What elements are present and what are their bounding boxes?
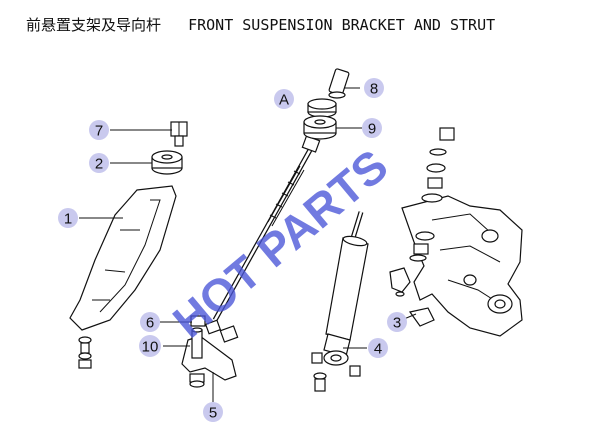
callout-9: 9 [362,118,382,138]
callout-label: 6 [146,315,154,332]
callout-label: 7 [95,123,103,140]
callout-label: 2 [95,156,103,173]
callout-6: 6 [140,312,160,332]
callout-1: 1 [58,208,78,228]
bushing-part-9 [303,98,337,140]
callout-4: 4 [368,338,388,358]
callout-8: 8 [364,78,384,98]
bushing-part-2 [151,150,183,175]
nut-part-7 [170,121,188,147]
callouts: 1 2 3 4 5 6 7 8 [58,78,417,422]
callout-5: 5 [203,402,223,422]
callout-view-a: A [274,89,294,109]
callout-label: 9 [368,121,376,138]
callout-10: 10 [139,335,161,357]
lower-bracket-part-5 [181,327,237,388]
view-label: A [279,92,289,109]
callout-label: 4 [374,341,382,358]
callout-3: 3 [387,312,407,332]
strut-rod [212,135,321,322]
sleeve-part-8 [328,68,350,99]
callout-label: 3 [393,315,401,332]
body-bracket [401,195,523,337]
callout-label: 8 [370,81,378,98]
clip-part-3 [389,267,435,327]
nut-part-6 [190,315,239,343]
fastener-stack [409,127,455,262]
bracket-part-1 [69,185,177,369]
callout-2: 2 [89,153,109,173]
callout-label: 1 [64,211,72,228]
callout-label: 10 [142,339,159,356]
page-title: 前悬置支架及导向杆 FRONT SUSPENSION BRACKET AND S… [26,16,496,34]
callout-label: 5 [209,405,217,422]
shock-absorber-part-4 [311,211,369,392]
callout-7: 7 [89,120,109,140]
